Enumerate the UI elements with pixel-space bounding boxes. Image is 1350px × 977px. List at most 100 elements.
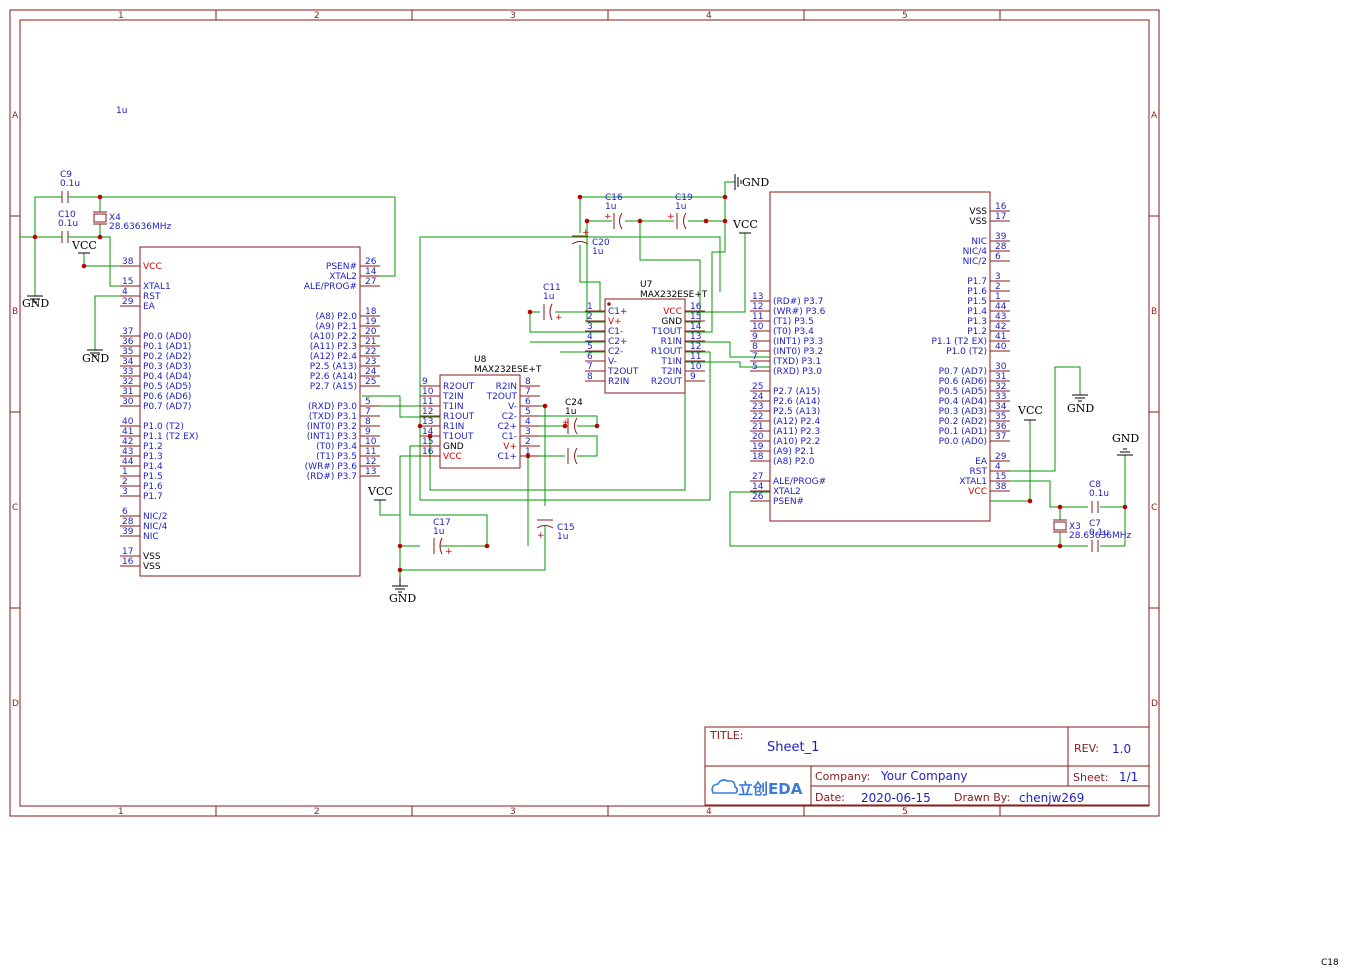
svg-text:GND: GND — [389, 592, 416, 605]
junction-dot — [594, 423, 600, 429]
pin-number: 42 — [122, 437, 133, 447]
pin-name: PSEN# — [773, 497, 804, 507]
pin-number: 16 — [690, 302, 702, 312]
c15-ref: C15 — [557, 523, 575, 533]
pin-name: NIC/4 — [143, 522, 168, 532]
pin-number: 29 — [122, 297, 134, 307]
power-symbols: VCC VCC VCC VCC GND GND GND — [22, 174, 1139, 605]
pin-number: 36 — [995, 422, 1007, 432]
pin-name: C2+ — [608, 337, 628, 347]
pin-name: P1.2 — [143, 442, 163, 452]
pin-number: 8 — [587, 372, 593, 382]
x3-val: 28.63636MHz — [1069, 531, 1131, 541]
junction-dot — [81, 263, 87, 269]
pin-number: 41 — [122, 427, 133, 437]
pin-name: P0.6 (AD6) — [143, 392, 191, 402]
pin-name: P0.2 (AD2) — [939, 417, 987, 427]
c8-capacitor: C8 0.1u — [1089, 480, 1109, 513]
pin-number: 21 — [365, 337, 376, 347]
pin-number: 17 — [995, 212, 1006, 222]
pin-name: (INT0) P3.2 — [773, 347, 823, 357]
pin-number: 41 — [995, 332, 1006, 342]
c19-ref: C19 — [675, 193, 693, 203]
vcc-symbol-u8: VCC — [367, 485, 393, 501]
pin-name: XTAL2 — [773, 487, 801, 497]
pin-name: EA — [975, 457, 988, 467]
c7-val: 0.1u — [1089, 528, 1109, 538]
pin-name: P0.4 (AD4) — [143, 372, 191, 382]
svg-text:+: + — [445, 547, 453, 557]
frame-col-label-bottom: 4 — [706, 807, 712, 817]
pin-number: 12 — [690, 342, 701, 352]
junction-dot — [584, 218, 590, 224]
pin-name: XTAL2 — [329, 272, 357, 282]
pin-number: 40 — [995, 342, 1007, 352]
pin-number: 33 — [122, 367, 133, 377]
frame-col-label-top: 3 — [510, 11, 516, 21]
pin-number: 24 — [365, 367, 377, 377]
c9-capacitor: C9 0.1u — [55, 170, 80, 203]
pin-name: P0.1 (AD1) — [939, 427, 987, 437]
pin-number: 26 — [752, 492, 764, 502]
c20-capacitor: + C20 1u — [571, 228, 610, 257]
junction-dot — [722, 218, 728, 224]
pin-name: P2.5 (A13) — [773, 407, 820, 417]
pin-name: P0.7 (AD7) — [143, 402, 191, 412]
pin-number: 6 — [995, 252, 1001, 262]
pin-name: V+ — [608, 317, 622, 327]
pin-name: P2.7 (A15) — [310, 382, 357, 392]
pin-name: (RD#) P3.7 — [773, 297, 823, 307]
c24-val: 1u — [565, 407, 576, 417]
pin-name: R2OUT — [443, 382, 475, 392]
x4-ref: X4 — [109, 213, 121, 223]
title-label: TITLE: — [709, 729, 743, 742]
svg-text:GND: GND — [742, 176, 769, 189]
pin-number: 12 — [422, 407, 433, 417]
pin-name: (RXD) P3.0 — [773, 367, 822, 377]
u7-part: MAX232ESE+T — [640, 290, 708, 300]
pin-name: V- — [508, 402, 517, 412]
svg-text:VCC: VCC — [367, 485, 393, 498]
c24-capacitor: + C24 1u — [562, 398, 583, 465]
pin-number: 21 — [752, 422, 763, 432]
pin-name: (INT1) P3.3 — [307, 432, 357, 442]
pin-name: P1.1 (T2 EX) — [931, 337, 987, 347]
pin-name: P1.5 — [143, 472, 163, 482]
pin-number: 35 — [122, 347, 133, 357]
pin-number: 39 — [995, 232, 1007, 242]
pin-name: VCC — [663, 307, 682, 317]
pin-number: 43 — [995, 312, 1006, 322]
pin-number: 8 — [525, 377, 531, 387]
pin-number: 4 — [525, 417, 531, 427]
pin-number: 11 — [365, 447, 376, 457]
pin-number: 20 — [752, 432, 764, 442]
pin-number: 12 — [752, 302, 763, 312]
pin-name: VSS — [143, 552, 161, 562]
pin-name: P0.0 (AD0) — [143, 332, 191, 342]
pin-number: 1 — [995, 292, 1001, 302]
pin-name: R2IN — [608, 377, 629, 387]
svg-text:GND: GND — [1067, 402, 1094, 415]
pin-name: (A10) P2.2 — [310, 332, 357, 342]
pin-number: 36 — [122, 337, 134, 347]
junction-dot — [397, 567, 403, 573]
passive-components: C9 0.1u C10 0.1u X4 28.63636MHz + C16 1u — [55, 170, 1131, 557]
junction-dot — [1122, 504, 1128, 510]
pin-name: RST — [970, 467, 988, 477]
pin-number: 30 — [122, 397, 134, 407]
pin-number: 5 — [525, 407, 531, 417]
pin-name: PSEN# — [326, 262, 357, 272]
pin-name: T2IN — [660, 367, 682, 377]
pin-number: 2 — [122, 477, 128, 487]
pin-number: 10 — [752, 322, 764, 332]
gnd-symbol-mcu-left: GND — [82, 349, 109, 365]
c17-ref: C17 — [433, 518, 451, 528]
c9-val: 0.1u — [60, 179, 80, 189]
pin-number: 22 — [365, 347, 376, 357]
gnd-symbol-right-crystal: GND — [1112, 432, 1139, 456]
gnd-symbol-u7: GND — [734, 174, 769, 190]
pin-number: 3 — [995, 272, 1001, 282]
stray-label-1u: 1u — [116, 106, 127, 116]
pin-number: 8 — [752, 342, 758, 352]
rev-value: 1.0 — [1112, 742, 1131, 756]
